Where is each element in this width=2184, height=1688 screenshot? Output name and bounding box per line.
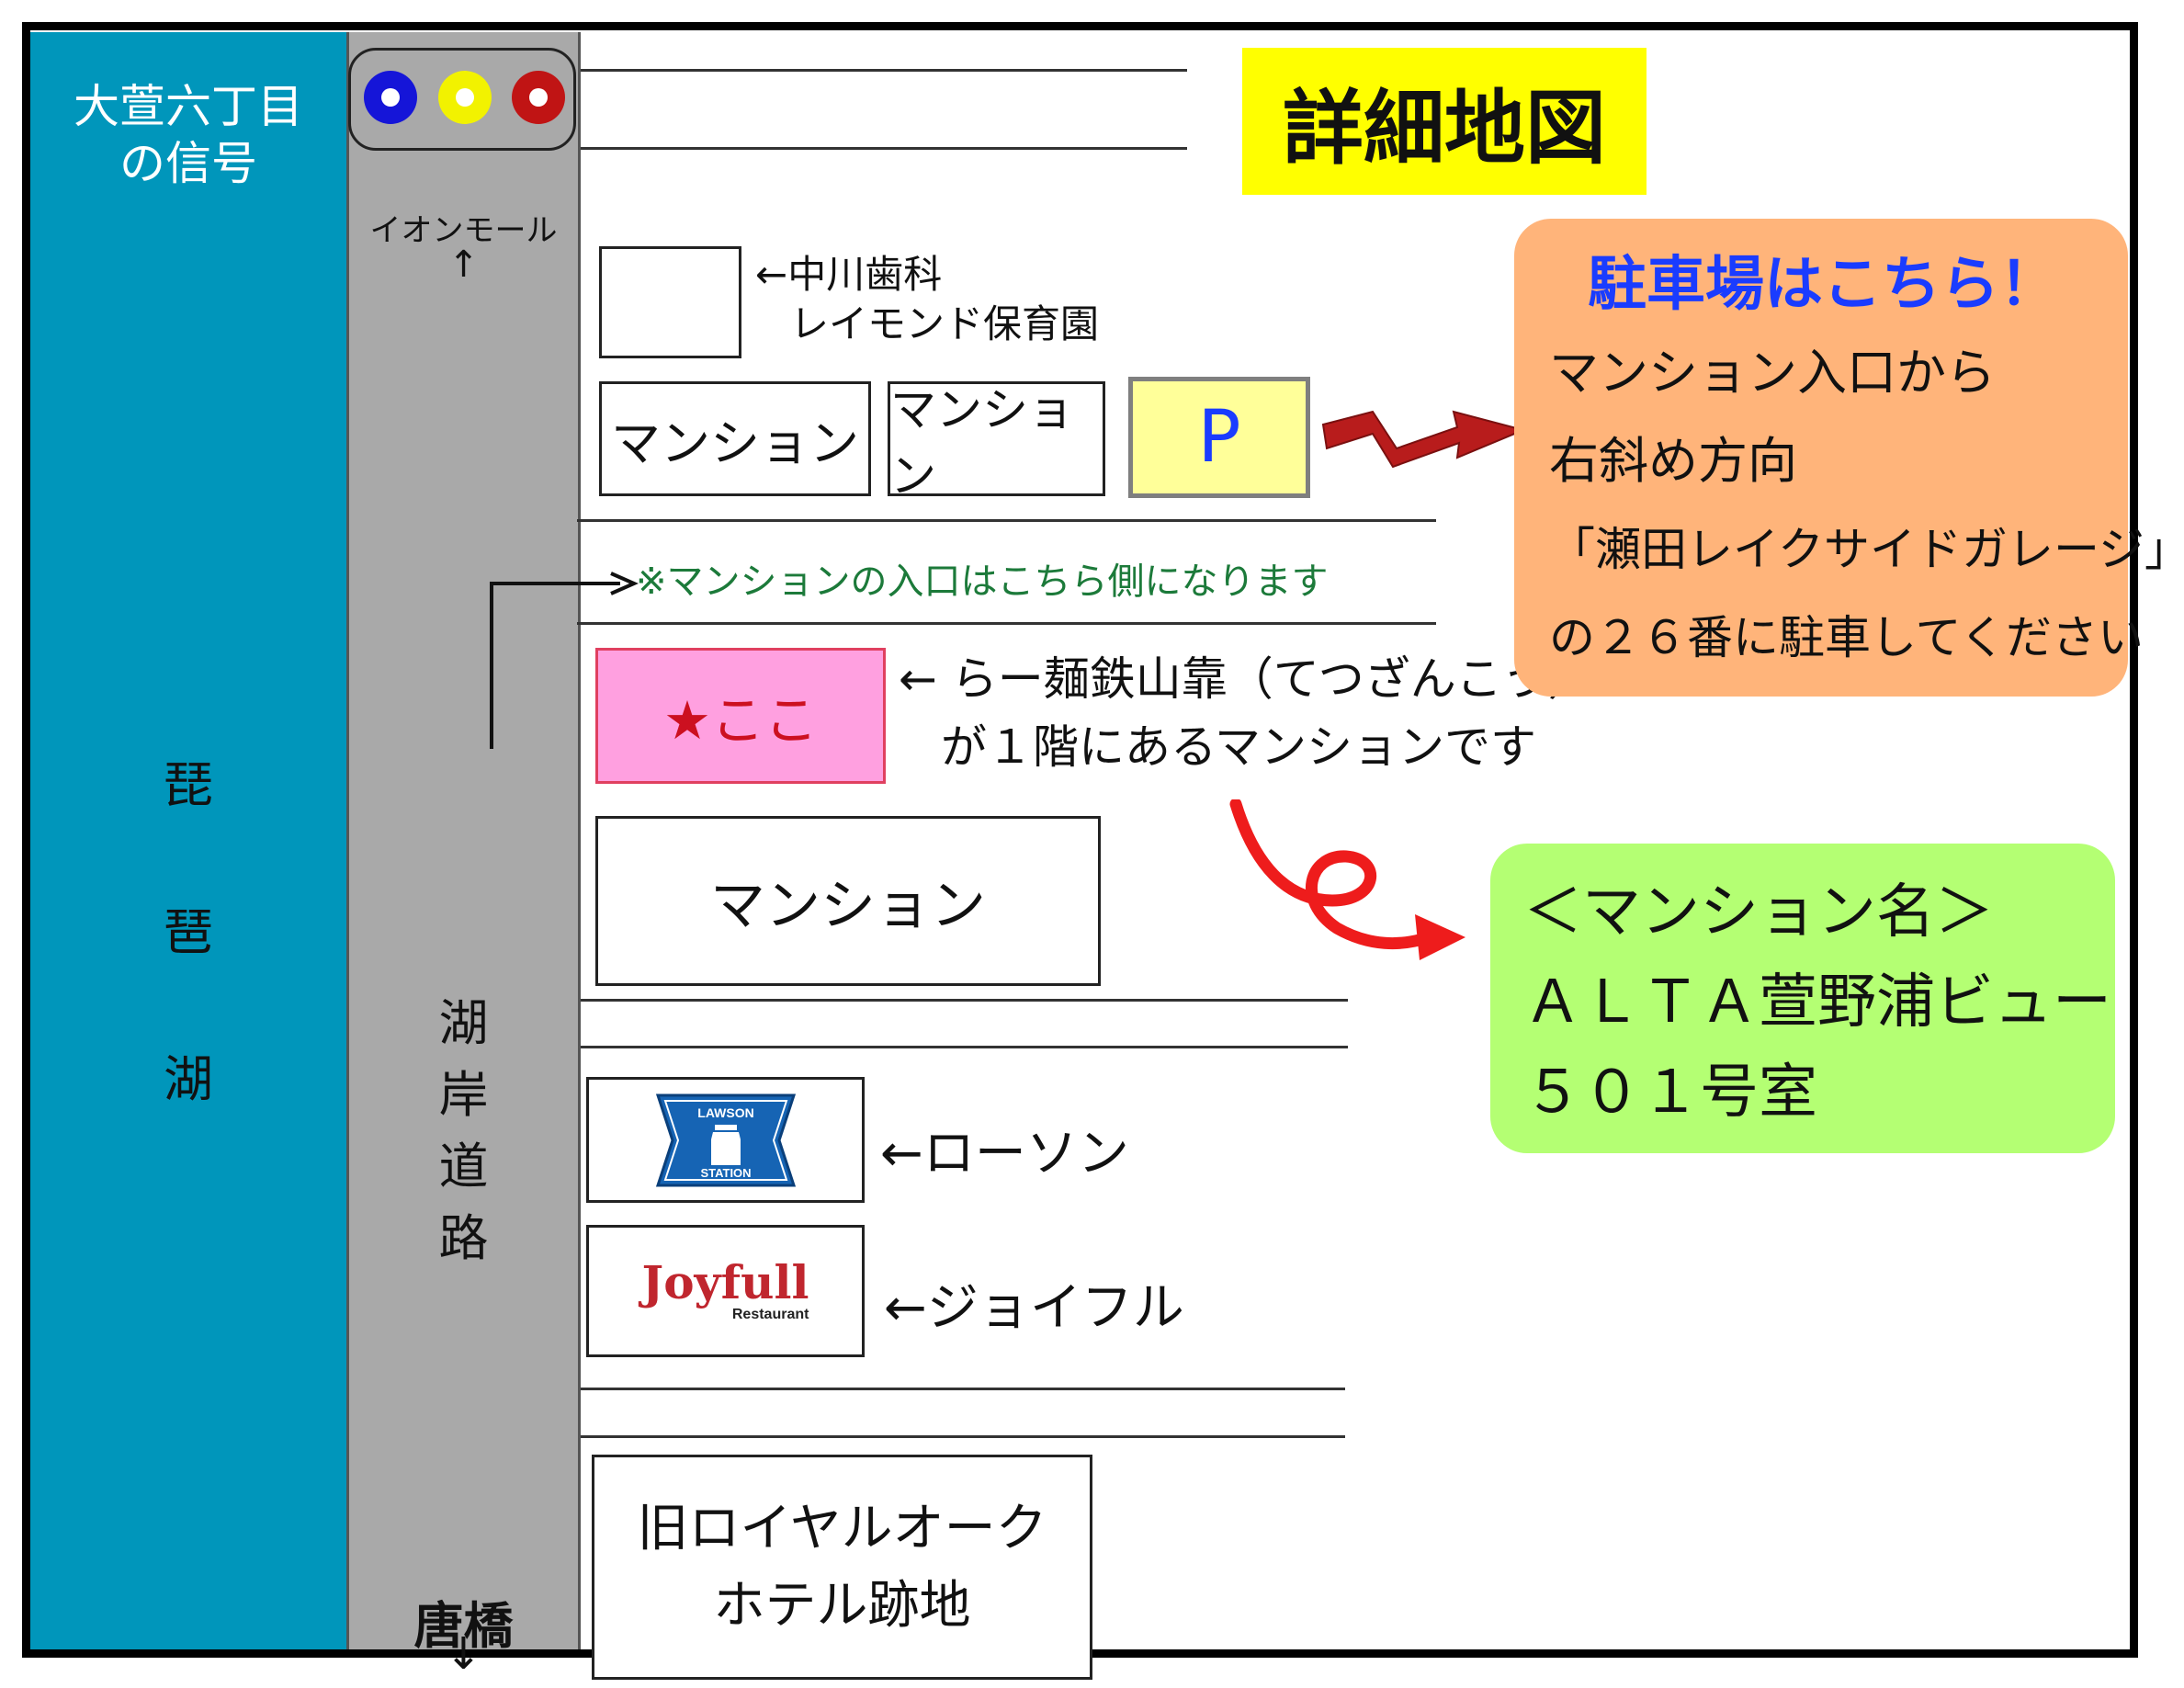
mansion-c: マンション bbox=[595, 816, 1101, 986]
joyfull-label: ←ジョイフル bbox=[884, 1278, 1184, 1338]
parking-arrow-icon bbox=[1321, 410, 1527, 469]
here-building: ★ここ bbox=[595, 648, 886, 784]
here-note-line1: ← らー麺鉄山靠（てつざんこう） bbox=[899, 652, 1594, 706]
dentist-building bbox=[599, 246, 741, 358]
mansion-name-callout: ＜マンション名＞ ＡＬＴＡ萱野浦ビュー ５０１号室 bbox=[1490, 844, 2115, 1153]
lawson-logo-top: LAWSON bbox=[697, 1105, 753, 1120]
joyfull-restaurant: Joyfull Restaurant bbox=[586, 1225, 865, 1357]
lawson-store: LAWSON STATION bbox=[586, 1077, 865, 1203]
signal-yellow-lamp-icon bbox=[438, 71, 492, 124]
map-title: 詳細地図 bbox=[1242, 48, 1646, 195]
joyfull-logo-text: Joyfull bbox=[641, 1255, 809, 1309]
signal-red-lamp-icon bbox=[512, 71, 565, 124]
south-arrow: ↓ bbox=[445, 1628, 482, 1680]
parking-callout: 駐車場はこちら！ マンション入口から 右斜め方向 「瀬田レイクサイドガレージ」 … bbox=[1514, 219, 2184, 697]
north-label: イオンモール bbox=[369, 212, 558, 249]
lawson-label: ←ローソン bbox=[880, 1124, 1129, 1184]
entrance-note: ※マンションの入口はこちら側になります bbox=[636, 561, 1329, 603]
dentist-label-line2: レイモンド保育園 bbox=[790, 301, 1100, 346]
traffic-signal bbox=[348, 48, 576, 151]
lake-name-char-1: 琵 bbox=[164, 756, 213, 814]
hotel-line1: 旧ロイヤルオーク bbox=[637, 1498, 1047, 1558]
lake-name-char-2: 琶 bbox=[164, 903, 213, 961]
lawson-logo-bottom: STATION bbox=[700, 1166, 751, 1180]
road-name-char-4: 路 bbox=[438, 1209, 489, 1267]
road-name-char-2: 岸 bbox=[438, 1066, 489, 1124]
street-line bbox=[577, 622, 1436, 625]
signal-blue-lamp-icon bbox=[364, 71, 417, 124]
street-line bbox=[577, 519, 1436, 522]
parking-callout-line3: 「瀬田レイクサイドガレージ」 bbox=[1549, 523, 2184, 576]
street-line bbox=[581, 1388, 1345, 1390]
street-line bbox=[581, 999, 1348, 1002]
dentist-label-line1: ←中川歯科 bbox=[755, 252, 943, 297]
north-arrow: ↑ bbox=[447, 244, 480, 286]
street-line bbox=[581, 1046, 1348, 1048]
hotel-line2: ホテル跡地 bbox=[713, 1575, 971, 1636]
entrance-pointer-arrow-icon bbox=[490, 572, 639, 749]
mansion-callout-line2: ＡＬＴＡ萱野浦ビュー bbox=[1523, 969, 2111, 1037]
south-label: 唐橋 bbox=[413, 1597, 514, 1655]
lake-biwa-area: 大萱六丁目 の信号 琵 琶 湖 bbox=[30, 32, 346, 1649]
parking-callout-line2: 右斜め方向 bbox=[1549, 432, 1797, 490]
lawson-logo-icon: LAWSON STATION bbox=[655, 1093, 796, 1186]
parking-callout-line1: マンション入口から bbox=[1549, 344, 1996, 402]
parking-callout-heading: 駐車場はこちら！ bbox=[1588, 251, 2058, 319]
former-hotel-site: 旧ロイヤルオーク ホテル跡地 bbox=[592, 1455, 1092, 1680]
road-name-char-1: 湖 bbox=[438, 994, 489, 1052]
joyfull-logo-icon: Joyfull Restaurant bbox=[642, 1259, 809, 1323]
mansion-a: マンション bbox=[599, 381, 871, 496]
signal-label-line2: の信号 bbox=[119, 137, 257, 190]
signal-label-line1: 大萱六丁目 bbox=[74, 80, 303, 133]
building-name-arrow-icon bbox=[1229, 799, 1465, 960]
lake-name-char-3: 湖 bbox=[164, 1050, 213, 1108]
street-line bbox=[581, 69, 1187, 72]
parking-lot: P bbox=[1128, 377, 1310, 498]
road-name-char-3: 道 bbox=[438, 1138, 489, 1195]
street-line bbox=[581, 1435, 1345, 1438]
lakeside-road: イオンモール ↑ 湖 岸 道 路 唐橋 ↓ bbox=[346, 32, 581, 1677]
joyfull-logo-sub: Restaurant bbox=[731, 1307, 809, 1322]
parking-callout-line4: の２６番に駐車してください bbox=[1549, 611, 2144, 664]
mansion-callout-line1: ＜マンション名＞ bbox=[1523, 878, 1994, 946]
mansion-b: マンション bbox=[888, 381, 1105, 503]
mansion-callout-line3: ５０１号室 bbox=[1523, 1059, 1817, 1127]
here-note-line2: が１階にあるマンションです bbox=[941, 720, 1536, 774]
street-line bbox=[581, 147, 1187, 150]
